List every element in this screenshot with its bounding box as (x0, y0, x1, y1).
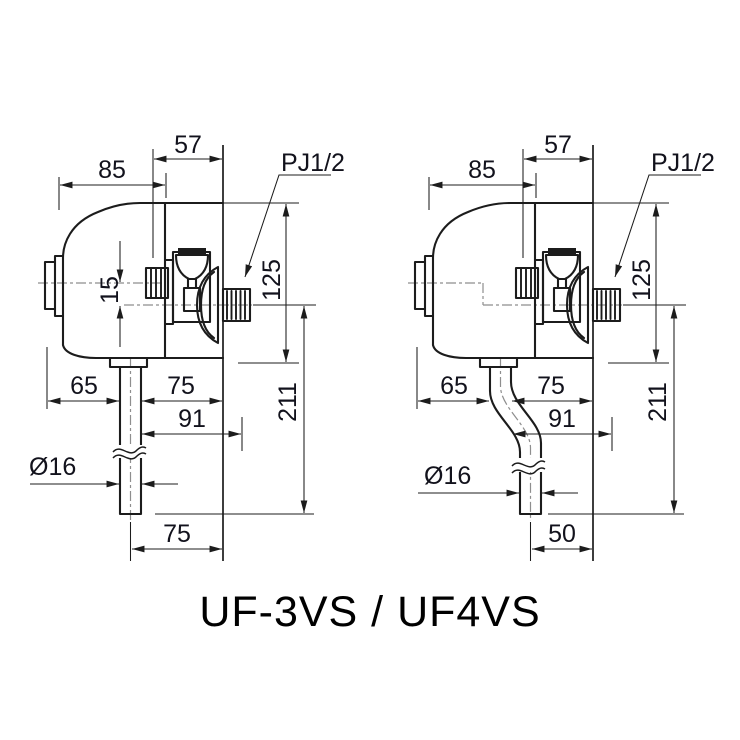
dim-57-label: 57 (544, 131, 572, 159)
dim-65-label: 65 (70, 372, 98, 400)
body-bottom (61, 343, 225, 360)
inlet-knurl-nut (514, 266, 540, 300)
dim-91-label: 91 (548, 405, 576, 433)
wall-flange-inner (569, 270, 586, 340)
tailpipe-centerline (499, 358, 532, 521)
thread-size-label: PJ1/2 (651, 149, 715, 177)
bonnet-dome (544, 253, 580, 281)
nipple-threads (596, 290, 616, 320)
knurl-ribs (150, 267, 162, 299)
centerlines (408, 282, 622, 521)
sensor-eye-window (413, 260, 427, 311)
dim-bottom-offset-label: 50 (548, 520, 576, 548)
model-title: UF-3VS / UF4VS (199, 588, 541, 636)
dimensions: 57 85 PJ1/2 125 65 75 (416, 131, 715, 561)
sensor-eye-outer (423, 254, 435, 318)
dim-91-label: 91 (178, 405, 206, 433)
dim-75-label: 75 (537, 372, 565, 400)
thread-nipple (591, 287, 622, 323)
wall-flange (565, 265, 590, 345)
thread-nipple (221, 287, 252, 323)
body-top (431, 201, 595, 260)
inlet-knurl-nut (144, 266, 170, 300)
dimensions: 57 85 PJ1/2 125 15 65 (29, 131, 345, 561)
nipple-threads (226, 290, 246, 320)
bonnet-cap (548, 248, 576, 255)
valve-stem (186, 277, 198, 290)
knurl-ribs (520, 267, 532, 299)
bonnet-cap (178, 248, 206, 255)
valve-cartridge (182, 286, 202, 313)
outlet-boss (478, 356, 519, 369)
body-top (61, 201, 225, 260)
dim-75-label: 75 (167, 372, 195, 400)
dim-125-label: 125 (628, 259, 656, 301)
thread-leader (244, 174, 331, 278)
tailpipe-bent (488, 365, 543, 516)
fixture-outline (413, 201, 622, 516)
fixture-outline (43, 201, 252, 516)
wall-flange (195, 265, 220, 345)
valve-stem (556, 277, 568, 290)
outlet-boss (108, 356, 149, 369)
centerlines (38, 282, 252, 521)
sensor-eye-outer (53, 254, 65, 318)
dim-bottom-offset-label: 75 (163, 520, 191, 548)
dim-15-label: 15 (96, 276, 124, 304)
tailpipe-straight (118, 365, 143, 516)
dim-diameter-label: Ø16 (424, 462, 471, 490)
body-bottom (431, 343, 595, 360)
dim-211-label: 211 (274, 382, 302, 422)
dim-85-label: 85 (98, 156, 126, 184)
bonnet-dome (174, 253, 210, 281)
dim-diameter-label: Ø16 (29, 453, 76, 481)
pipe-break (511, 458, 547, 475)
dim-57-label: 57 (174, 131, 202, 159)
thread-size-label: PJ1/2 (281, 149, 345, 177)
dim-125-label: 125 (258, 259, 286, 301)
dim-85-label: 85 (468, 156, 496, 184)
right-view-drawing: 57 85 PJ1/2 125 65 75 (408, 131, 715, 561)
wall-flange-inner (199, 270, 216, 340)
dim-65-label: 65 (440, 372, 468, 400)
left-view-drawing: 57 85 PJ1/2 125 15 65 (29, 131, 345, 561)
pipe-break (112, 445, 147, 460)
thread-leader (614, 174, 701, 278)
sensor-eye-window (43, 260, 57, 311)
dim-211-label: 211 (644, 382, 672, 422)
valve-cartridge (552, 286, 572, 313)
